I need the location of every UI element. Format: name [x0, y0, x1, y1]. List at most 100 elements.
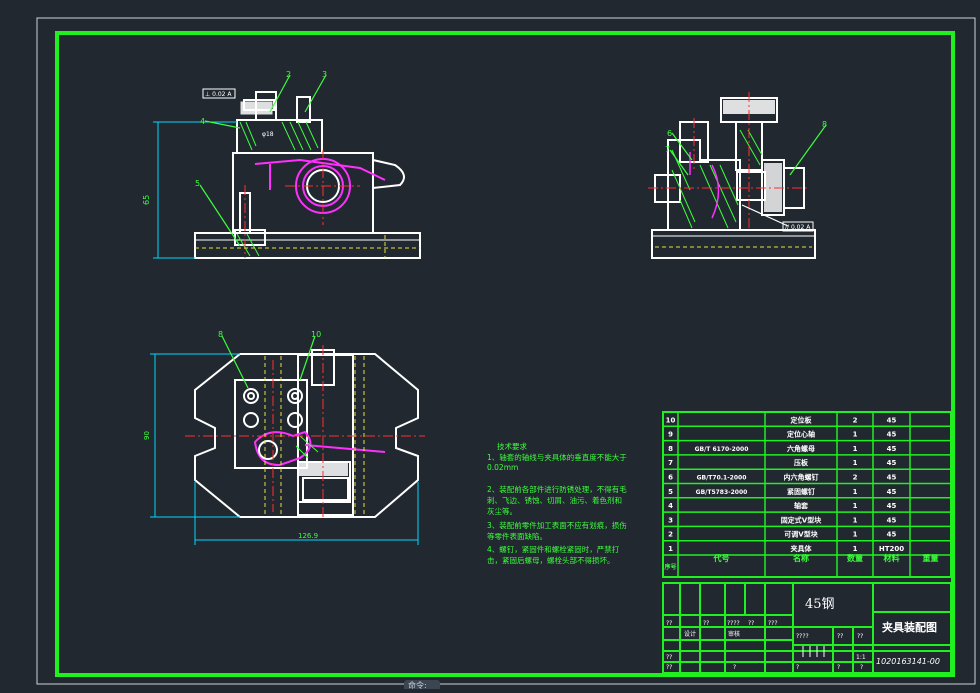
tech-req-line: 灰尘等。 [487, 506, 517, 516]
bom-cell-qty: 2 [853, 473, 858, 481]
title-approve-label: 审核 [728, 630, 740, 638]
front-centerlines [244, 150, 360, 258]
front-tol-frame [202, 88, 236, 99]
bom-cell-qty: 1 [853, 502, 858, 510]
bom-cell-qty: 1 [853, 531, 858, 539]
bom-cell-name: 六角螺母 [787, 444, 815, 453]
front-leaders [199, 74, 327, 247]
top-balloon-a: 8 [218, 330, 223, 339]
bom-cell-qty: 1 [853, 431, 858, 439]
bom-header-name: 名称 [793, 553, 809, 563]
bom-header-weight: 重量 [923, 553, 939, 563]
bom-cell-no: 6 [668, 473, 673, 481]
bom-cell-material: 45 [887, 416, 897, 424]
title-design-label: 设计 [684, 630, 696, 638]
bom-cell-no: 5 [668, 488, 673, 496]
top-balloon-b: 10 [311, 330, 321, 339]
title-small: ? [860, 664, 863, 671]
command-line-tab[interactable]: 命令: [404, 680, 440, 690]
tech-req-line: 4、螺钉，紧固件和螺栓紧固时，严禁打 [487, 544, 620, 554]
title-small: ? [837, 664, 840, 671]
bom-cell-code: GB/T 6170-2000 [695, 446, 749, 453]
bom-cell-material: 45 [887, 459, 897, 467]
title-mark: ?? [703, 620, 709, 627]
drawing-frame [55, 31, 955, 677]
bom-cell-no: 2 [668, 531, 673, 539]
tech-req-line: 0.02mm [487, 463, 518, 472]
tech-req-heading: 技术要求 [497, 441, 527, 451]
side-view [651, 97, 816, 259]
title-ticks [802, 646, 825, 657]
front-section [254, 158, 386, 214]
title-small: ?? [857, 633, 863, 640]
tech-requirements: 技术要求 1、轴套的轴线与夹具体的垂直度不能大于 0.02mm 2、装配前各部件… [487, 441, 627, 565]
bom-cell-material: 45 [887, 516, 897, 524]
side-balloon-c: 8 [822, 120, 827, 129]
bom-cell-qty: 1 [853, 516, 858, 524]
top-dims [150, 353, 419, 545]
bom-cell-no: 10 [666, 416, 676, 424]
bom-header-qty: 数量 [847, 553, 863, 563]
tech-req-line: 1、轴套的轴线与夹具体的垂直度不能大于 [487, 452, 627, 462]
title-drawing-name: 夹具装配图 [882, 620, 937, 634]
bom-cell-name: 紧固螺钉 [787, 487, 815, 496]
title-block [662, 582, 952, 674]
bom-cell-qty: 1 [853, 488, 858, 496]
side-section [689, 152, 720, 219]
bom-header-material: 材料 [884, 553, 900, 563]
front-hole-label: φ18 [262, 131, 274, 138]
bom-header-code: 代号 [713, 553, 730, 563]
title-scale: 1:1 [856, 654, 866, 661]
title-drawing-no: 1020163141-00 [876, 657, 940, 666]
front-balloon-a: 2 [286, 70, 291, 79]
front-height-dim-text: 65 [142, 195, 151, 205]
top-hatch [295, 435, 319, 459]
bom-header-no: 序号 [663, 563, 676, 571]
front-balloon-b: 3 [322, 70, 327, 79]
top-hidden [264, 356, 365, 515]
bom-cell-code: GB/T70.1-2000 [697, 474, 747, 481]
tech-req-line: 3、装配前零件加工表面不应有划痕，损伤 [487, 520, 627, 530]
bom-cell-material: 45 [887, 445, 897, 453]
bom-cell-no: 1 [668, 545, 673, 553]
tech-req-line: 刺、飞边、锈蚀、切屑、油污、着色剂和 [487, 495, 622, 505]
bom-cell-qty: 1 [853, 459, 858, 467]
side-knurl [723, 100, 782, 212]
bom-cell-qty: 1 [853, 545, 858, 553]
bom-cell-material: 45 [887, 431, 897, 439]
title-small: ? [733, 664, 736, 671]
side-centerlines [648, 92, 810, 230]
bom-border [662, 411, 952, 578]
bom-cell-no: 4 [668, 502, 673, 510]
front-knurl [240, 101, 273, 115]
bom-cell-name: 轴套 [794, 501, 809, 510]
side-tol-frame [782, 221, 814, 232]
bom-cell-material: 45 [887, 531, 897, 539]
command-line-text: 命令: [408, 681, 427, 690]
bom-cell-qty: 1 [853, 445, 858, 453]
bom-cell-name: 内六角螺钉 [784, 472, 819, 481]
top-leaders [221, 335, 316, 389]
bom-cell-material: 45 [887, 502, 897, 510]
title-material: 45钢 [805, 597, 835, 612]
title-mark: ??? [768, 620, 778, 627]
title-small: ?? [837, 633, 843, 640]
side-balloon-b: 7 [665, 145, 670, 154]
side-tol-text: // 0.02 A [785, 224, 811, 231]
top-section [253, 430, 386, 467]
title-mark: ?? [748, 620, 754, 627]
side-balloon-a: 6 [667, 129, 672, 138]
bom-cell-name: 定位心轴 [787, 430, 815, 439]
tech-req-line: 2、装配前各部件进行防锈处理，不得有毛 [487, 484, 627, 494]
title-mark: ?? [666, 620, 672, 627]
title-small: ? [796, 664, 799, 671]
bom-cell-no: 8 [668, 445, 673, 453]
front-tol-text: ⊥ 0.02 A [205, 91, 232, 98]
front-hatch [236, 121, 319, 257]
top-height-dim-text: 90 [143, 431, 151, 440]
bom-cell-name: 压板 [794, 458, 809, 467]
bom-cell-name: 夹具体 [791, 544, 813, 553]
